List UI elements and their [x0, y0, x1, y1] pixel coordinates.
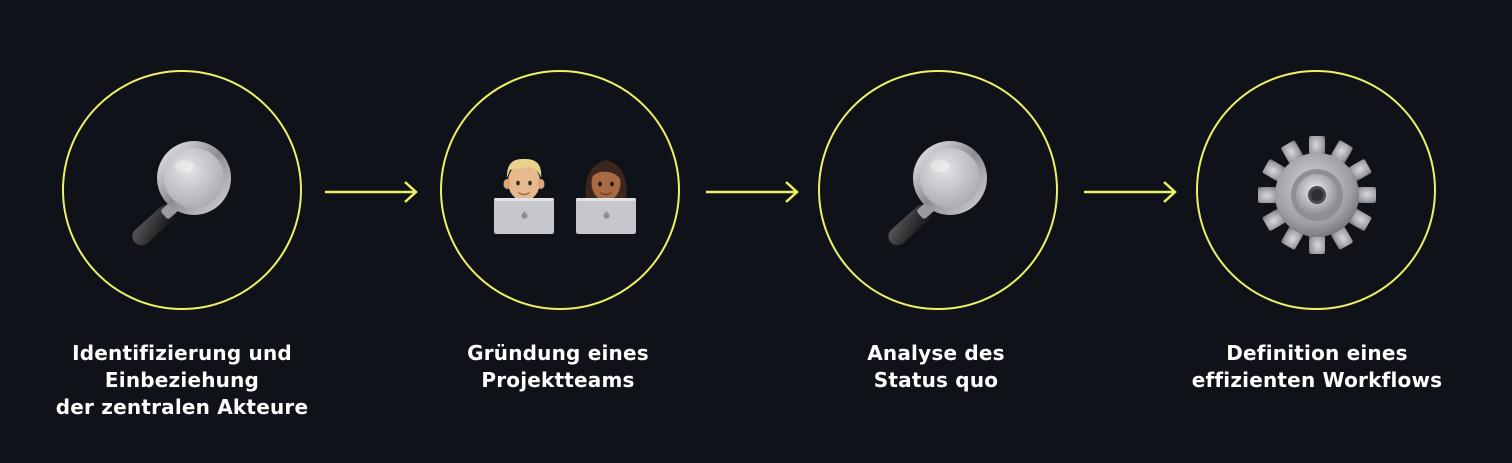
step-4-circle	[1196, 70, 1436, 310]
gear-icon	[1258, 136, 1376, 254]
step-1-label: Identifizierung und Einbeziehung der zen…	[55, 341, 309, 419]
arrow-right-icon	[1084, 181, 1177, 203]
magnifying-glass-icon	[888, 141, 987, 246]
arrow-right-icon	[325, 181, 418, 203]
arrow-right-icon	[706, 181, 799, 203]
technologists-icon	[494, 158, 636, 234]
woman-technologist-icon	[576, 160, 636, 234]
step-2-circle	[440, 70, 680, 310]
magnifying-glass-icon	[132, 141, 231, 246]
man-technologist-icon	[494, 158, 554, 234]
step-1-circle	[62, 70, 302, 310]
step-2-label: Gründung eines Projektteams	[467, 341, 649, 392]
step-3-label: Analyse des Status quo	[867, 341, 1005, 392]
step-4-label: Definition eines effizienten Workflows	[1191, 341, 1443, 392]
step-3-circle	[818, 70, 1058, 310]
